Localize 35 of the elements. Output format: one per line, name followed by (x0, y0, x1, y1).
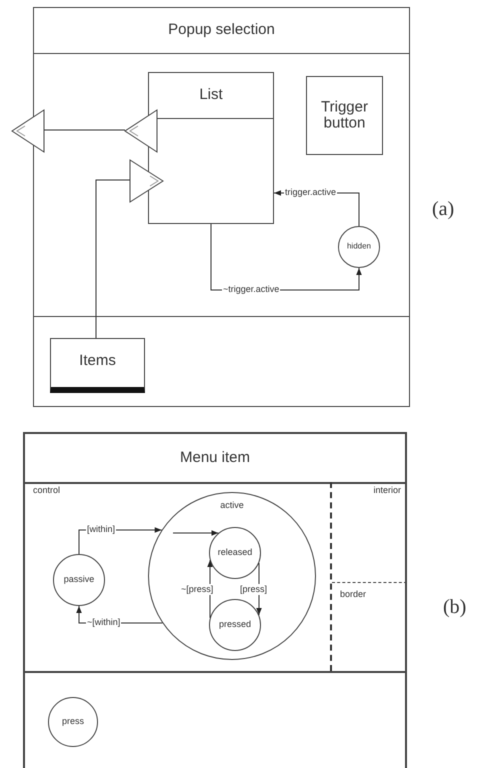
state-label: released (216, 548, 254, 558)
state-circle (148, 492, 316, 660)
edge-label: [within] (86, 524, 116, 535)
component-box (50, 338, 145, 393)
state-label: active (219, 501, 245, 511)
component-title: List (198, 87, 224, 104)
state-circle (338, 226, 380, 268)
connector-line (96, 180, 130, 338)
state-label: passive (62, 575, 96, 585)
state-circle (53, 554, 105, 606)
port-triangle (12, 110, 44, 152)
port-triangle (130, 160, 163, 202)
state-label: hidden (346, 242, 372, 252)
component-title: Items (78, 352, 117, 370)
edge-label: ~[press] (180, 584, 214, 595)
component-title: Trigger button (320, 99, 369, 132)
component-box (306, 76, 383, 155)
region-label: interior (373, 486, 401, 496)
transition-arrow (172, 530, 219, 536)
edge-label: ~trigger.active (222, 284, 280, 295)
state-label: press (60, 717, 85, 727)
edge-label: ~[within] (86, 617, 122, 628)
region-label: control (33, 486, 60, 496)
edge-label: [press] (239, 584, 268, 595)
panel-label: (a) (432, 198, 454, 220)
port-triangle (125, 110, 157, 152)
state-circle (209, 599, 261, 651)
edge-label: trigger.active (284, 187, 338, 198)
component-title: Menu item (178, 450, 252, 466)
region-label: border (340, 590, 366, 600)
component-title: Popup selection (167, 22, 276, 39)
state-circle (209, 527, 261, 579)
panel-label: (b) (443, 596, 466, 618)
state-circle (48, 697, 98, 747)
state-label: pressed (218, 620, 252, 630)
